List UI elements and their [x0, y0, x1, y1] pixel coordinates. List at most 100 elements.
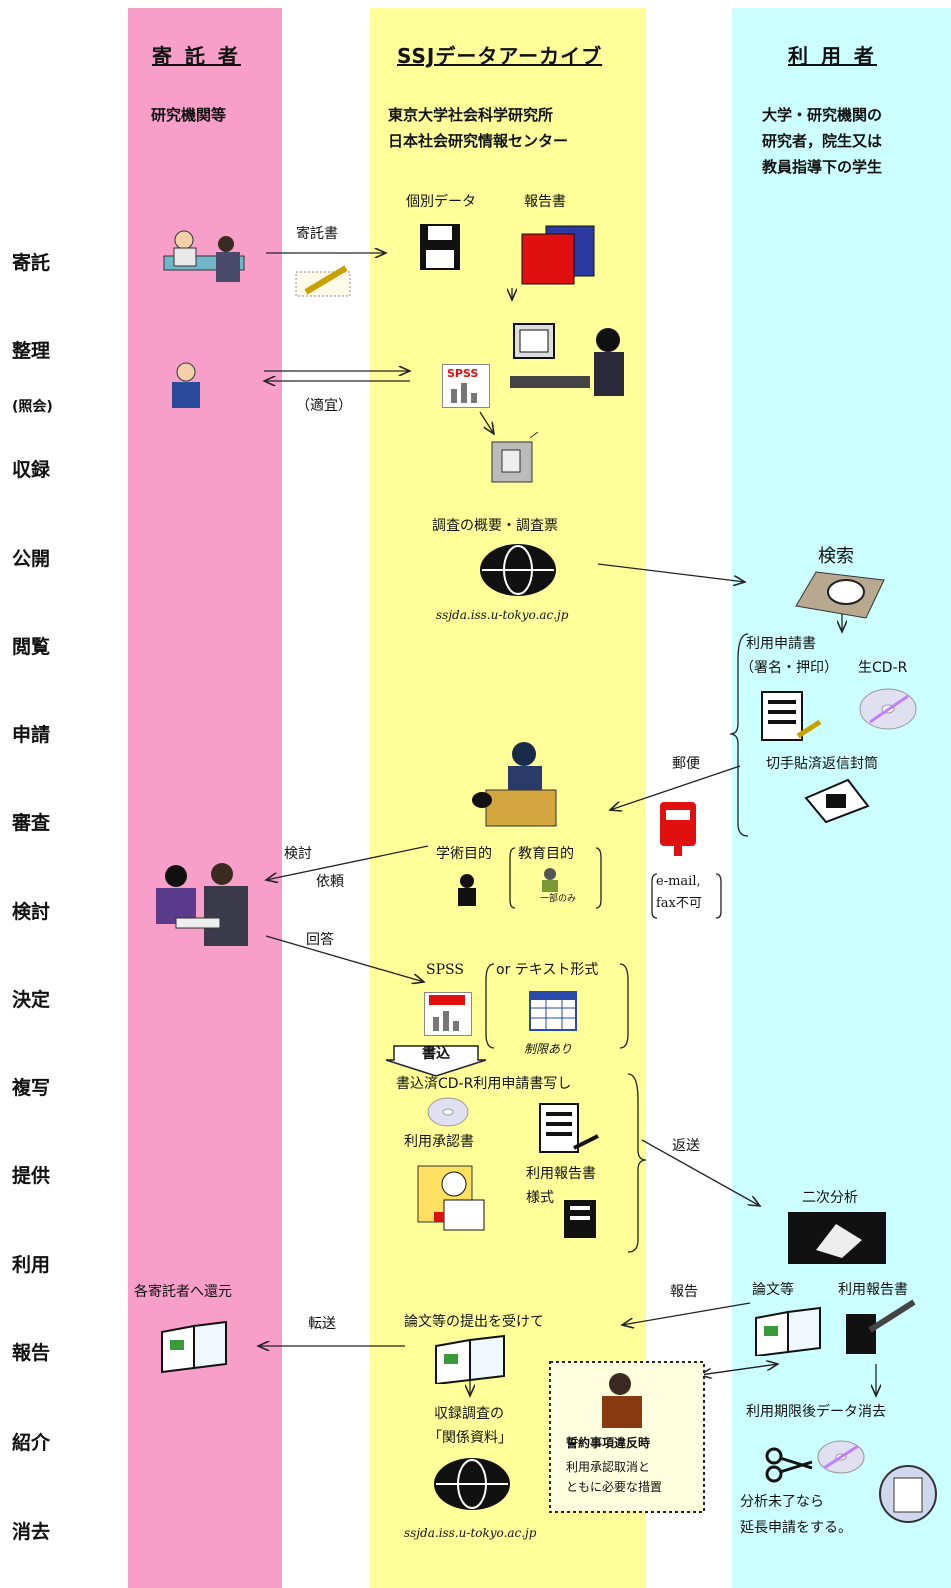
- academic-purpose-label: 学術目的: [436, 846, 492, 862]
- url-label-1: ssjda.iss.u-tokyo.ac.jp: [436, 608, 569, 622]
- form-icon: [539, 1103, 599, 1153]
- delete-after-label: 利用期限後データ消去: [746, 1404, 886, 1420]
- return-label: 返送: [672, 1138, 700, 1154]
- education-purpose-label: 教育目的: [518, 846, 574, 862]
- spreadsheet-icon: [529, 991, 577, 1031]
- extend-label-1: 分析未了なら: [740, 1494, 824, 1510]
- row-label-record: 収録: [12, 459, 51, 481]
- search-label: 検索: [818, 546, 854, 567]
- depositor-title: 寄 託 者: [152, 44, 241, 68]
- usage-report-label: 利用報告書: [838, 1282, 908, 1298]
- secondary-analysis-label: 二次分析: [802, 1190, 858, 1206]
- stamped-envelope-label: 切手貼済返信封筒: [766, 756, 878, 772]
- mail-label: 郵便: [672, 756, 700, 772]
- email-fax-label-1: e-mail,: [656, 874, 701, 889]
- writer-icon: [846, 1299, 916, 1354]
- user-subtitle-1: 大学・研究機関の: [762, 106, 883, 124]
- row-label-examine: 審査: [12, 812, 51, 834]
- blank-cdr-label: 生CD-R: [858, 660, 908, 676]
- extend-label-2: 延長申請をする。: [740, 1520, 852, 1536]
- application-form-label: 利用申請書: [746, 636, 816, 652]
- form-icon-2: [564, 1200, 596, 1238]
- individual-data-label: 個別データ: [406, 194, 476, 210]
- row-label-provide: 提供: [12, 1165, 51, 1187]
- hand-mouse-icon: [795, 571, 885, 619]
- written-cdr-label: 書込済CD-R利用申請書写し: [396, 1076, 572, 1092]
- report-form-label-2: 様式: [526, 1190, 554, 1206]
- transfer-label: 転送: [308, 1316, 336, 1332]
- row-label-organize: 整理: [12, 340, 51, 362]
- row-label-copy: 複写: [12, 1077, 51, 1099]
- user-title: 利 用 者: [788, 44, 877, 68]
- email-fax-label-2: fax不可: [656, 896, 702, 911]
- request-label: 依頼: [316, 874, 344, 890]
- row-label-report: 報告: [12, 1342, 51, 1364]
- row-label-publish: 公開: [12, 548, 51, 570]
- scissors-icon: [765, 1447, 813, 1483]
- write-label: 書込: [422, 1046, 450, 1062]
- desk-worker-icon: [472, 742, 557, 827]
- report-form-label-1: 利用報告書: [526, 1166, 596, 1182]
- papers-label: 論文等: [752, 1282, 794, 1298]
- trash-icon: [879, 1465, 937, 1523]
- server-icon: [491, 432, 539, 483]
- computer-worker-icon: [510, 323, 624, 396]
- figure-icon: [458, 874, 476, 906]
- survey-overview-label: 調査の概要・調査票: [432, 518, 558, 534]
- row-label-introduce: 紹介: [12, 1432, 51, 1454]
- book-icon-3: [755, 1306, 821, 1356]
- papers-received-label: 論文等の提出を受けて: [404, 1314, 544, 1330]
- thinker-icon: [602, 1373, 642, 1428]
- recorded-survey-label-1: 収録調査の: [434, 1406, 504, 1422]
- violation-label-2: 利用承認取消と: [566, 1460, 651, 1474]
- violation-label-1: 誓約事項違反時: [566, 1436, 651, 1450]
- signature-label: （署名・押印）: [740, 660, 838, 676]
- report-book-label: 報告書: [524, 194, 566, 210]
- row-label-apply: 申請: [12, 724, 51, 746]
- row-label-inquiry: (照会): [12, 399, 53, 415]
- discussion-icon: [156, 863, 248, 946]
- pen-icon: [295, 265, 351, 297]
- partial-only-label: 一部のみ: [540, 894, 577, 904]
- recorded-survey-label-2: 「関係資料」: [428, 1430, 512, 1446]
- answer-label: 回答: [306, 932, 334, 948]
- cd-icon-2: [427, 1097, 469, 1127]
- row-label-delete: 消去: [12, 1521, 51, 1543]
- report-arrow-label: 報告: [670, 1284, 698, 1300]
- book-icon: [161, 1320, 227, 1374]
- secondary-analysis-icon: [788, 1212, 886, 1264]
- archive-title: SSJデータアーカイブ: [397, 44, 603, 68]
- approval-label: 利用承認書: [404, 1134, 474, 1150]
- spss-icon-2: [424, 992, 472, 1036]
- limited-label: 制限あり: [524, 1042, 573, 1056]
- row-label-decide: 決定: [12, 989, 51, 1011]
- row-label-consider: 検討: [12, 901, 51, 923]
- row-label-use: 利用: [12, 1254, 51, 1276]
- phone-person-icon: [172, 362, 200, 408]
- floppy-disk-icon: [420, 224, 460, 270]
- row-label-deposit: 寄託: [12, 252, 51, 274]
- archive-subtitle-2: 日本社会研究情報センター: [388, 132, 569, 150]
- spss-label: SPSS: [426, 962, 464, 978]
- cd-icon-3: [817, 1440, 865, 1474]
- spss-icon: SPSS: [442, 364, 490, 408]
- archive-subtitle-1: 東京大学社会科学研究所: [388, 106, 554, 124]
- user-subtitle-2: 研究者，院生又は: [762, 132, 883, 150]
- depositor-subtitle: 研究機関等: [151, 106, 227, 124]
- cd-icon: [859, 688, 917, 730]
- book-icon-2: [435, 1334, 505, 1384]
- envelope-icon: [804, 778, 870, 824]
- return-to-depositors-label: 各寄託者へ還元: [134, 1284, 232, 1300]
- folders-icon: [521, 225, 595, 285]
- certificate-icon: [417, 1165, 485, 1231]
- url-label-2: ssjda.iss.u-tokyo.ac.jp: [404, 1526, 537, 1540]
- row-label-browse: 閲覧: [12, 636, 51, 658]
- globe-icon: [480, 544, 556, 596]
- figure-icon-small: [542, 868, 558, 892]
- violation-label-3: ともに必要な措置: [566, 1480, 663, 1494]
- document-icon: [761, 691, 822, 741]
- or-text-label: or テキスト形式: [496, 962, 599, 978]
- as-needed-label: （適宜）: [296, 398, 352, 414]
- globe-icon-2: [434, 1458, 510, 1510]
- meeting-icon: [163, 230, 245, 282]
